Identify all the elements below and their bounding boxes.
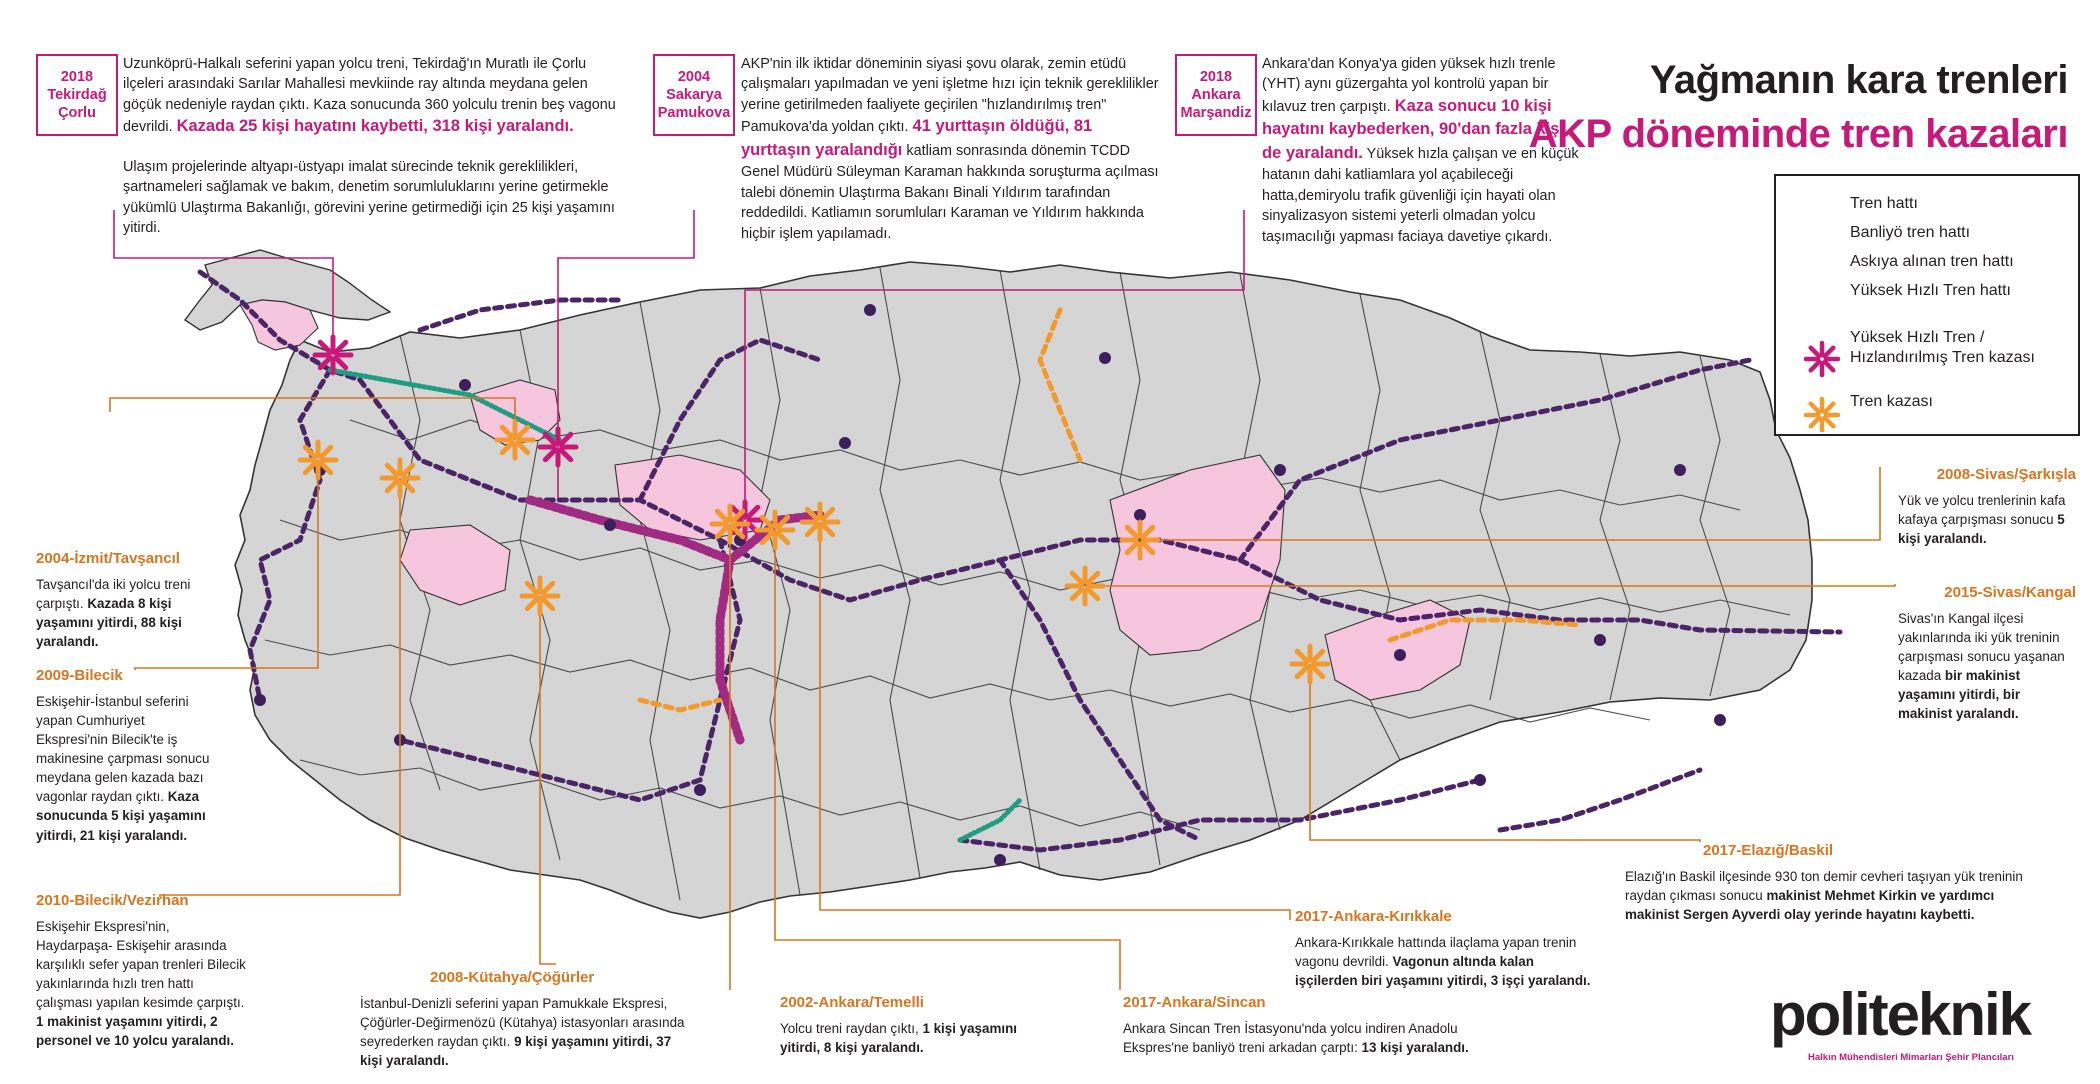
annotation-kirikkale: 2017-Ankara-Kırıkkale Ankara-Kırıkkale h… <box>1295 908 1591 989</box>
highlight-casualties: Kazada 25 kişi hayatını kaybetti, 318 ki… <box>176 117 574 136</box>
legend: Tren hattı Banliyö tren hattı Askıya alı… <box>1774 174 2080 436</box>
accident-marker <box>1064 565 1106 607</box>
stations <box>254 304 1726 866</box>
tag-pamukova: 2004 Sakarya Pamukova <box>653 54 735 136</box>
leader-lines <box>109 210 1896 990</box>
annotation-kangal: 2015-Sivas/Kangal Sivas'ın Kangal ilçesi… <box>1898 584 2076 722</box>
tag-place: Marşandiz <box>1180 105 1252 122</box>
accident-marker <box>1119 519 1161 561</box>
accident-marker <box>297 439 339 481</box>
legend-item-highspeed: Yüksek Hızlı Tren hattı <box>1850 282 2011 299</box>
annotation-kutahya: 2008-Kütahya/Çöğürler İstanbul-Denizli s… <box>360 969 685 1069</box>
legend-item-track: Tren hattı <box>1850 195 1918 212</box>
legend-item-accident: Tren kazası <box>1850 393 1933 410</box>
pink-star-icon <box>1803 340 1841 378</box>
accident-marker <box>709 503 751 545</box>
legend-item-yht-accident: Yüksek Hızlı Tren / Hızlandırılmış Tren … <box>1850 329 2035 366</box>
annotation-sincan: 2017-Ankara/Sincan Ankara Sincan Tren İs… <box>1123 994 1469 1056</box>
highlight-casualties: Kaza sonucu 10 kişi hayatını kaybederken… <box>1262 96 1564 162</box>
accident-marker <box>799 501 841 543</box>
accident-marker <box>1289 643 1331 685</box>
legend-item-suburban: Banliyö tren hattı <box>1850 224 1971 241</box>
yht-accident-marker <box>537 426 579 468</box>
tag-place: Pamukova <box>657 105 731 122</box>
accident-marker <box>519 575 561 617</box>
map-anatolia <box>234 261 1813 919</box>
highlight-casualties: 41 yurttaşın öldüğü, 81 yurttaşın yarala… <box>741 117 1093 159</box>
annotation-sarkisla: 2008-Sivas/Şarkışla Yük ve yolcu trenler… <box>1898 466 2076 547</box>
tag-year: 2018 <box>1199 68 1233 85</box>
page-subtitle: AKP döneminde tren kazaları <box>1528 112 2069 156</box>
annotation-temelli: 2002-Ankara/Temelli Yolcu treni raydan ç… <box>780 994 1017 1056</box>
panel-corlu: Uzunköprü-Halkalı seferini yapan yolcu t… <box>123 56 616 237</box>
politeknik-logo: politeknik <box>1770 981 2032 1048</box>
annotation-bilecik: 2009-Bilecik Eskişehir-İstanbul seferini… <box>36 667 210 843</box>
accident-marker <box>494 419 536 461</box>
legend-item-suspended: Askıya alınan tren hattı <box>1850 253 2014 270</box>
accident-marker <box>379 457 421 499</box>
annotation-elazig: 2017-Elazığ/Baskil Elazığ'ın Baskil ilçe… <box>1625 842 2023 923</box>
logo-subtitle: Halkın Mühendisleri Mimarları Şehir Plan… <box>1808 1052 2014 1063</box>
yht-accident-marker <box>312 334 354 376</box>
accident-markers <box>297 334 1331 685</box>
panel-marsandiz: Ankara'dan Konya'ya giden yüksek hızlı t… <box>1262 56 1579 245</box>
tag-marsandiz: 2018 Ankara Marşandiz <box>1175 54 1257 136</box>
legend-marker-layer <box>1803 340 1841 432</box>
tag-place: Çorlu <box>58 105 96 122</box>
tag-place: Tekirdağ <box>47 86 107 103</box>
tag-year: 2004 <box>677 68 711 85</box>
annotation-vezirhan: 2010-Bilecik/Vezirhan Eskişehir Ekspresi… <box>36 892 246 1049</box>
tag-year: 2018 <box>60 68 94 85</box>
rail-lines <box>197 269 1843 853</box>
panel-pamukova: AKP'nin ilk iktidar döneminin siyasi şov… <box>741 56 1159 242</box>
orange-star-icon <box>1803 396 1841 432</box>
accident-marker <box>754 509 796 551</box>
tag-corlu: 2018 Tekirdağ Çorlu <box>36 54 118 136</box>
tag-place: Sakarya <box>666 86 722 103</box>
tag-place: Ankara <box>1191 86 1241 103</box>
annotation-izmit: 2004-İzmit/Tavşancıl Tavşancıl'da iki yo… <box>36 550 191 650</box>
province-borders <box>264 267 1791 901</box>
page-title: Yağmanın kara trenleri <box>1649 58 2069 102</box>
